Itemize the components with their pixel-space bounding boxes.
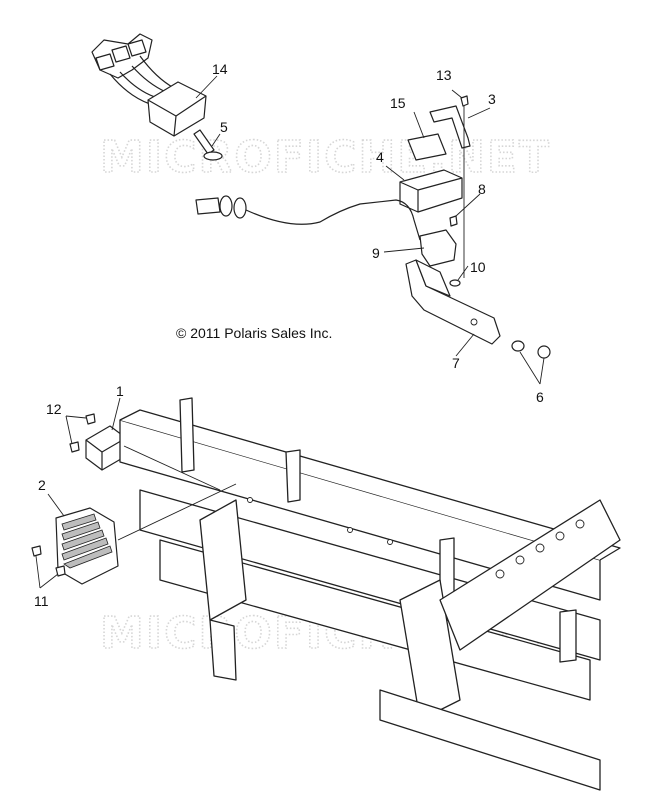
screws-part-12 <box>69 413 96 453</box>
fasteners-part-6 <box>511 340 551 359</box>
callout-8: 8 <box>478 181 486 197</box>
leader-lines <box>35 75 545 589</box>
callout-12: 12 <box>46 401 62 417</box>
callout-13: 13 <box>436 67 452 83</box>
regulator-part-2 <box>55 507 119 585</box>
callout-10: 10 <box>470 259 486 275</box>
callout-6: 6 <box>536 389 544 405</box>
copyright-notice: © 2011 Polaris Sales Inc. <box>176 325 332 341</box>
watermark-top: MICROFICHE.NET <box>100 132 551 183</box>
callout-14: 14 <box>212 61 228 77</box>
sensor-pin-part-5 <box>193 129 223 161</box>
mount-bracket-part-7 <box>405 259 501 345</box>
pad-part-15 <box>407 133 447 161</box>
callout-5: 5 <box>220 119 228 135</box>
callout-3: 3 <box>488 91 496 107</box>
screw-part-8 <box>449 215 458 227</box>
callout-labels: 14 5 13 3 15 4 8 9 10 7 6 1 12 2 11 <box>34 61 544 609</box>
callout-1: 1 <box>116 383 124 399</box>
module-part-4 <box>399 169 463 213</box>
vehicle-frame <box>119 397 621 791</box>
grommet-part-10 <box>449 279 461 287</box>
callout-2: 2 <box>38 477 46 493</box>
callout-9: 9 <box>372 245 380 261</box>
relay-part-14 <box>147 81 207 137</box>
callout-11: 11 <box>34 593 49 609</box>
wire-harness-connector <box>91 33 175 105</box>
callout-15: 15 <box>390 95 406 111</box>
callout-4: 4 <box>376 149 384 165</box>
screw-part-13 <box>460 95 469 107</box>
screws-part-11 <box>31 545 66 577</box>
relay-part-1 <box>85 425 127 471</box>
sensor-cable-part-9 <box>195 195 457 267</box>
callout-7: 7 <box>452 355 460 371</box>
bracket-part-3 <box>429 105 471 149</box>
